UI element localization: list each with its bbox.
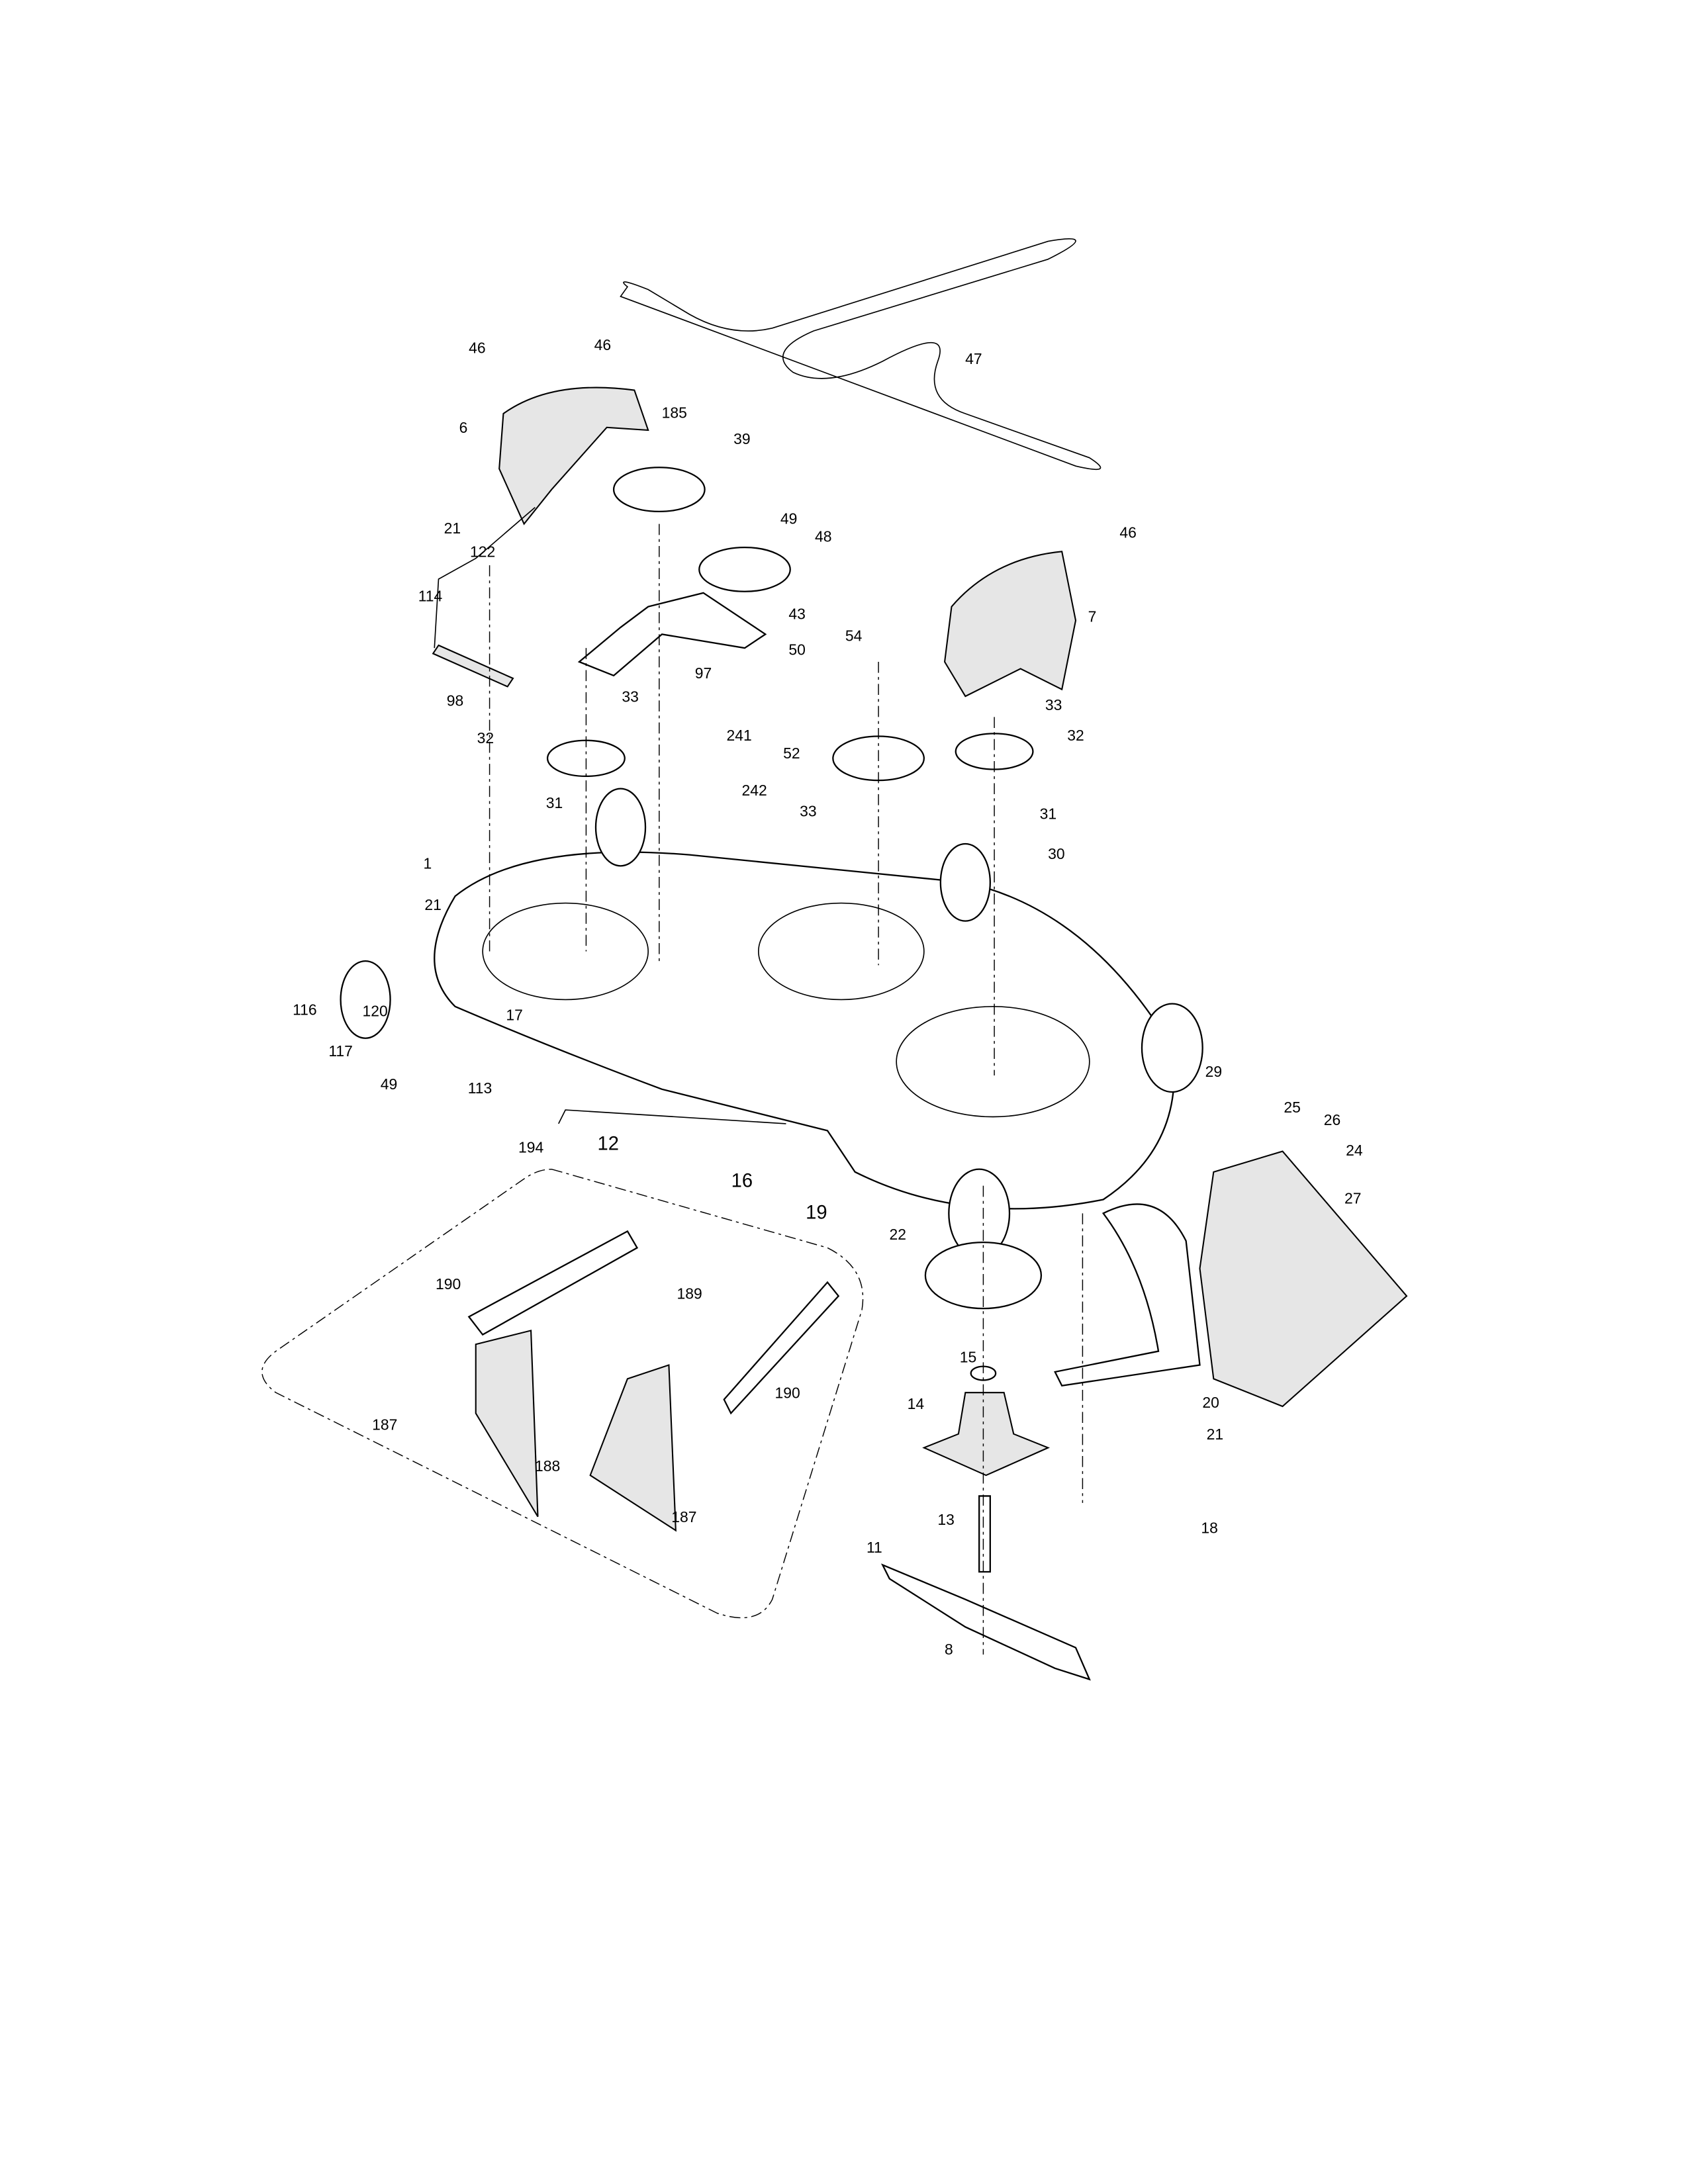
callout-22: 22: [890, 1226, 906, 1243]
callout-17: 17: [506, 1007, 522, 1024]
callout-21: 21: [444, 520, 461, 537]
callout-50: 50: [788, 641, 805, 659]
mower-deck: [434, 851, 1175, 1210]
idler-arm: [577, 592, 767, 677]
deck-hanger-right: [589, 1364, 677, 1532]
gauge-wheel: [939, 842, 991, 922]
callout-189: 189: [677, 1285, 702, 1302]
belt-cover-right: [944, 551, 1077, 698]
deck-spindle-well-left: [482, 902, 649, 1001]
gauge-wheel: [340, 960, 391, 1039]
callout-31: 31: [546, 794, 563, 811]
idler-pulley-48: [698, 546, 791, 592]
callout-32: 32: [477, 729, 494, 747]
callout-114: 114: [418, 587, 443, 604]
callout-15: 15: [960, 1348, 976, 1365]
callout-39: 39: [733, 430, 750, 447]
spindle-shaft-13: [978, 1495, 991, 1573]
callout-1: 1: [423, 855, 432, 872]
callout-98: 98: [447, 692, 463, 709]
callout-188: 188: [535, 1457, 560, 1475]
callout-46: 46: [469, 339, 485, 356]
callout-187: 187: [372, 1416, 397, 1433]
callout-8: 8: [945, 1641, 953, 1658]
callout-122: 122: [470, 543, 495, 561]
callout-14: 14: [908, 1395, 925, 1412]
gauge-wheel: [594, 788, 647, 867]
inset-boundary: [261, 1168, 864, 1619]
callout-33: 33: [1045, 696, 1062, 713]
callout-26: 26: [1324, 1111, 1340, 1128]
hanger-arm: [723, 1281, 840, 1415]
callout-194: 194: [518, 1139, 543, 1156]
callout-16: 16: [731, 1171, 753, 1192]
callout-30: 30: [1048, 845, 1064, 862]
drive-belt: [620, 238, 1102, 471]
callout-13: 13: [937, 1511, 954, 1528]
callout-52: 52: [783, 745, 800, 762]
callout-29: 29: [1205, 1063, 1222, 1080]
callout-54: 54: [845, 627, 863, 645]
callout-12: 12: [598, 1134, 619, 1155]
callout-187: 187: [671, 1508, 696, 1525]
callout-113: 113: [468, 1079, 492, 1097]
callout-48: 48: [815, 528, 831, 545]
callout-18: 18: [1201, 1520, 1217, 1537]
callout-25: 25: [1284, 1099, 1300, 1116]
spring: [432, 644, 514, 688]
deck-spindle-well-center: [758, 902, 925, 1001]
idler-rod: [434, 507, 536, 649]
callout-97: 97: [695, 664, 712, 682]
callout-116: 116: [293, 1001, 317, 1018]
idler-pulley-39: [612, 467, 706, 513]
callout-46: 46: [594, 336, 611, 353]
callout-11: 11: [867, 1539, 882, 1556]
deck-spindle-well-right: [896, 1006, 1090, 1118]
callout-47: 47: [965, 350, 982, 367]
callout-117: 117: [328, 1042, 353, 1060]
callout-33: 33: [800, 802, 816, 819]
callout-7: 7: [1088, 608, 1097, 625]
callout-242: 242: [741, 782, 767, 799]
belt-cover-left: [498, 387, 649, 525]
callout-43: 43: [788, 605, 805, 622]
mower-blade-11: [880, 1563, 1091, 1681]
callout-49: 49: [780, 510, 797, 527]
chute-bracket: [1054, 1203, 1201, 1387]
callout-120: 120: [363, 1002, 388, 1019]
callout-20: 20: [1202, 1394, 1219, 1411]
callout-190: 190: [774, 1385, 800, 1402]
callout-185: 185: [662, 404, 687, 421]
hanger-arm: [467, 1230, 639, 1336]
spindle-housing-14: [922, 1392, 1051, 1477]
stabilizer-rod: [558, 1109, 786, 1124]
discharge-chute: [1199, 1150, 1408, 1408]
callout-27: 27: [1344, 1190, 1361, 1207]
callout-19: 19: [806, 1203, 827, 1224]
callout-31: 31: [1040, 805, 1056, 823]
gauge-wheel: [1141, 1003, 1203, 1093]
callout-49: 49: [381, 1075, 397, 1093]
callout-24: 24: [1346, 1142, 1363, 1159]
callout-21: 21: [1207, 1426, 1223, 1443]
callout-46: 46: [1119, 523, 1136, 541]
callout-32: 32: [1067, 727, 1084, 744]
callout-190: 190: [436, 1275, 461, 1293]
deck-hanger-left: [475, 1330, 539, 1518]
callout-6: 6: [459, 419, 468, 436]
callout-33: 33: [622, 688, 638, 705]
callout-241: 241: [727, 727, 752, 744]
callout-21: 21: [424, 896, 441, 913]
